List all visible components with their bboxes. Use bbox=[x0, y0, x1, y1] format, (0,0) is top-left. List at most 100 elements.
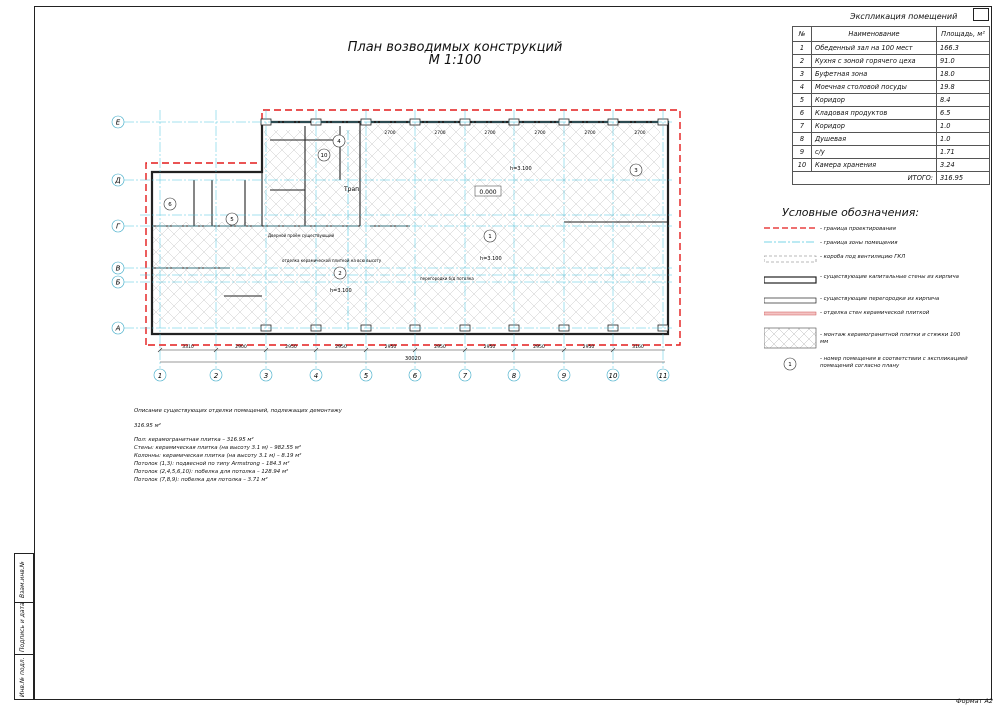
room-number-4: 4 bbox=[337, 139, 341, 145]
column-axis-bubble bbox=[309, 368, 323, 382]
room-number-2: 2 bbox=[338, 271, 342, 277]
row-axis-bubble bbox=[111, 275, 125, 289]
column-spacing-dim: 3160 bbox=[632, 344, 644, 350]
room-marker-3 bbox=[629, 163, 643, 177]
column-spacing-dim: 3310 bbox=[182, 344, 194, 350]
top-dimension: 2700 bbox=[484, 130, 495, 136]
row-axis-label: А bbox=[115, 325, 121, 333]
room-marker-4 bbox=[332, 134, 346, 148]
room-marker-5 bbox=[225, 212, 239, 226]
dimension-tick bbox=[511, 347, 517, 353]
stamp-cell-1: Взам.инв.№ bbox=[15, 554, 33, 603]
dimension-tick bbox=[313, 347, 319, 353]
door-note: Дверной проём существующий bbox=[268, 233, 335, 238]
legend-tile-finish bbox=[764, 311, 817, 316]
column-spacing-dim: 2950 bbox=[484, 344, 496, 350]
column-axis-label: 3 bbox=[264, 372, 268, 380]
row-axis-label: Д bbox=[114, 177, 121, 185]
total-dimension: 30020 bbox=[405, 356, 421, 362]
height-label-room2: h=3.100 bbox=[330, 288, 352, 294]
column-axis-label: 7 bbox=[463, 372, 468, 380]
column-axis-bubble bbox=[359, 368, 373, 382]
column-axis-bubble bbox=[606, 368, 620, 382]
column-axis-bubble bbox=[209, 368, 223, 382]
drawing-frame bbox=[34, 6, 992, 700]
level-box bbox=[474, 185, 502, 197]
room-number-6: 6 bbox=[168, 202, 172, 208]
legend-item: - монтаж керамогранитной плитки и стяжки… bbox=[820, 332, 961, 345]
height-label-room1: h=3.100 bbox=[480, 256, 502, 262]
partition-note: перегородки б/д потолка bbox=[420, 276, 474, 281]
legend-item: - граница зоны помещения bbox=[820, 240, 898, 246]
column-spacing-dim: 2950 bbox=[385, 344, 397, 350]
column-spacing-dim: 2950 bbox=[285, 344, 297, 350]
legend-item: - отделка стен керамической плиткой bbox=[820, 310, 930, 316]
column-axis-bubble bbox=[153, 368, 167, 382]
room-number-10: 10 bbox=[321, 153, 328, 159]
row-axis-bubble bbox=[111, 115, 125, 129]
notes-line: Потолок (7,8,9): побелка для потолка – 3… bbox=[134, 477, 268, 483]
dimension-tick bbox=[462, 347, 468, 353]
plan-annotations: 0.000 Трап h=3.100 h=3.100 h=3.100 перег… bbox=[268, 166, 532, 294]
explication-total-row: ИТОГО: 316.95 bbox=[792, 171, 990, 185]
legend-porcelain-tile bbox=[764, 327, 817, 349]
column-spacing-dim: 2900 bbox=[235, 344, 247, 350]
column-axis-label: 11 bbox=[659, 372, 668, 380]
legend-circle-number: 1 bbox=[788, 362, 792, 368]
room-marker-1 bbox=[483, 229, 497, 243]
room-marker-6 bbox=[163, 197, 177, 211]
legend-item: - существующие капитальные стены из кирп… bbox=[820, 274, 959, 280]
column-axis-label: 5 bbox=[364, 372, 369, 380]
trap-label: Трап bbox=[343, 186, 359, 193]
column-axis-bubble bbox=[259, 368, 273, 382]
row-axis-label: Б bbox=[116, 279, 121, 287]
dimension-tick bbox=[610, 347, 616, 353]
dimension-tick bbox=[157, 347, 163, 353]
legend-item: - существующие перегородки из кирпича bbox=[820, 296, 940, 302]
top-dimension: 2700 bbox=[534, 130, 545, 136]
design-boundary bbox=[145, 109, 681, 346]
dimension-tick bbox=[363, 347, 369, 353]
legend-item: - короба под вентиляцию ГКЛ bbox=[820, 254, 906, 260]
column-axis-bubble bbox=[557, 368, 571, 382]
notes-heading: Описание существующих отделки помещений,… bbox=[134, 408, 342, 414]
top-dimension: 2700 bbox=[434, 130, 445, 136]
corner-box bbox=[973, 8, 989, 21]
column-axis-label: 2 bbox=[214, 372, 219, 380]
drawing-title: План возводимых конструкций bbox=[347, 40, 563, 55]
notes-line: Стены: керамическая плитка (на высоту 3.… bbox=[134, 445, 302, 451]
total-label: ИТОГО: bbox=[792, 171, 937, 185]
level-mark: 0.000 bbox=[479, 189, 496, 196]
column-axis-bubble bbox=[458, 368, 472, 382]
room-number-5: 5 bbox=[230, 217, 234, 223]
legend-capital-wall bbox=[764, 276, 817, 284]
legend-partition bbox=[764, 297, 817, 304]
drawing-scale: М 1:100 bbox=[428, 53, 482, 68]
tiled-floor-area bbox=[152, 124, 660, 324]
legend-room-circle bbox=[783, 357, 797, 371]
row-axis-bubble bbox=[111, 219, 125, 233]
room-marker-2 bbox=[333, 266, 347, 280]
row-axis-label: В bbox=[116, 265, 121, 273]
column-axis-label: 6 bbox=[413, 372, 418, 380]
room-markers: 1 2 3 4 5 6 10 bbox=[163, 134, 643, 280]
height-label-main: h=3.100 bbox=[510, 166, 532, 172]
row-axis-bubble bbox=[111, 173, 125, 187]
dimension-tick bbox=[412, 347, 418, 353]
column-spacing-dim: 2950 bbox=[434, 344, 446, 350]
column-axis-label: 4 bbox=[314, 372, 318, 380]
row-axis-label: Г bbox=[116, 223, 121, 231]
format-label: Формат А2 bbox=[956, 697, 994, 705]
dimension-tick bbox=[561, 347, 567, 353]
legend-symbols: 1 bbox=[764, 227, 817, 371]
tile-note: отделка керамической плиткой на всю высо… bbox=[282, 258, 382, 263]
column-spacing-dim: 2950 bbox=[335, 344, 347, 350]
column-axis-label: 9 bbox=[562, 372, 567, 380]
